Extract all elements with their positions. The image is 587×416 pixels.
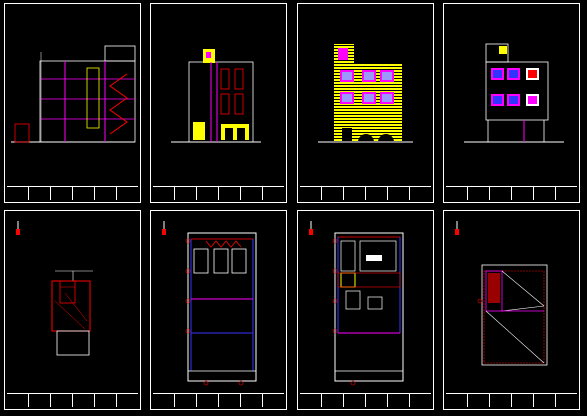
sheet-side-elevation[interactable]	[150, 3, 287, 203]
sheet-rear-elevation[interactable]	[443, 3, 580, 203]
title-block	[153, 393, 284, 407]
sheet-front-elevation[interactable]	[297, 3, 434, 203]
side-elevation-drawing	[171, 49, 261, 143]
site-plan-drawing	[16, 221, 93, 356]
title-block	[7, 186, 138, 200]
rear-elevation-drawing	[464, 43, 564, 143]
ground-plan-drawing	[162, 221, 257, 386]
title-block	[446, 186, 577, 200]
sheet-typical-plan[interactable]	[297, 210, 434, 410]
title-block	[300, 186, 431, 200]
sheet-site-plan[interactable]	[4, 210, 141, 410]
roof-plan-drawing	[455, 221, 548, 366]
title-block	[300, 393, 431, 407]
title-block	[153, 186, 284, 200]
front-elevation-drawing	[318, 44, 413, 143]
section-drawing	[11, 45, 136, 143]
sheet-section[interactable]	[4, 3, 141, 203]
typical-plan-drawing	[309, 221, 404, 386]
title-block	[446, 393, 577, 407]
sheet-ground-plan[interactable]	[150, 210, 287, 410]
sheet-roof-plan[interactable]	[443, 210, 580, 410]
title-block	[7, 393, 138, 407]
